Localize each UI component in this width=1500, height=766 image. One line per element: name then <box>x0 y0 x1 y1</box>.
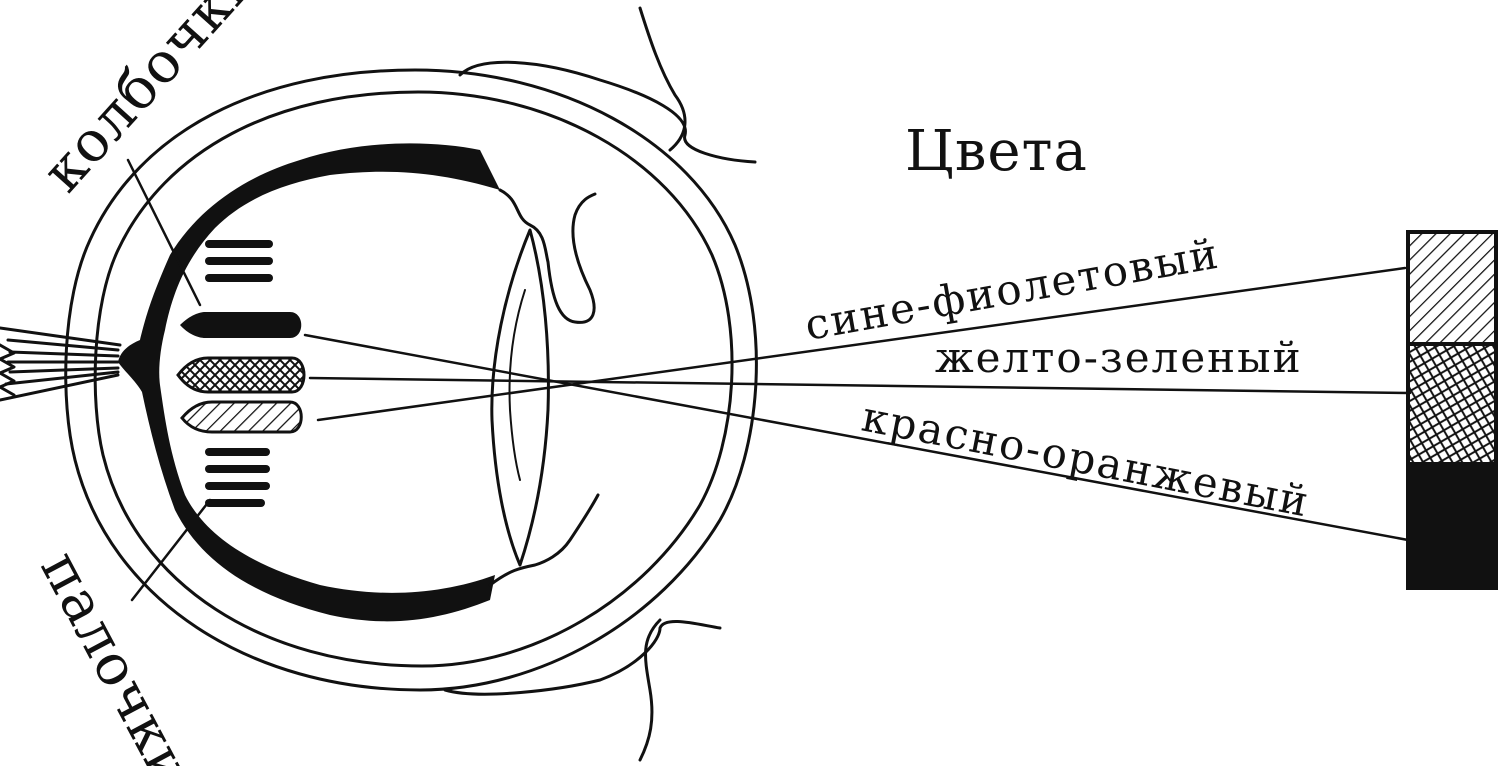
label-rods: палочки <box>28 541 206 766</box>
swatch-red-orange <box>1406 462 1498 590</box>
lower-lid-line <box>638 618 662 762</box>
brow-line <box>638 6 687 152</box>
ciliary-body-bottom <box>488 493 600 587</box>
optic-nerve <box>0 326 122 402</box>
color-bar <box>1406 230 1498 590</box>
sclera-outer <box>64 68 758 692</box>
cone-yellow-green <box>176 356 306 394</box>
retina-band <box>118 143 500 622</box>
label-yellow-green: желто-зеленый <box>935 333 1303 382</box>
lens <box>490 228 550 567</box>
label-colors-title: Цвета <box>905 119 1088 184</box>
label-red-orange: красно-оранжевый <box>858 392 1314 527</box>
ciliary-body-top <box>498 188 597 324</box>
cone-blue-violet <box>180 312 302 338</box>
cone-red-orange <box>180 400 303 434</box>
rods-lower <box>205 448 270 507</box>
cones-leader <box>126 158 202 307</box>
swatch-blue-violet <box>1406 230 1498 346</box>
sclera-inner <box>93 90 734 668</box>
label-blue-violet: сине-фиолетовый <box>801 229 1223 350</box>
upper-eyelid <box>458 60 757 164</box>
rods-leader <box>130 498 212 602</box>
lens-inner <box>508 289 526 481</box>
light-rays <box>303 266 1412 542</box>
rods-upper <box>205 240 273 282</box>
lower-eyelid <box>443 620 722 696</box>
swatch-yellow-green <box>1406 342 1498 466</box>
